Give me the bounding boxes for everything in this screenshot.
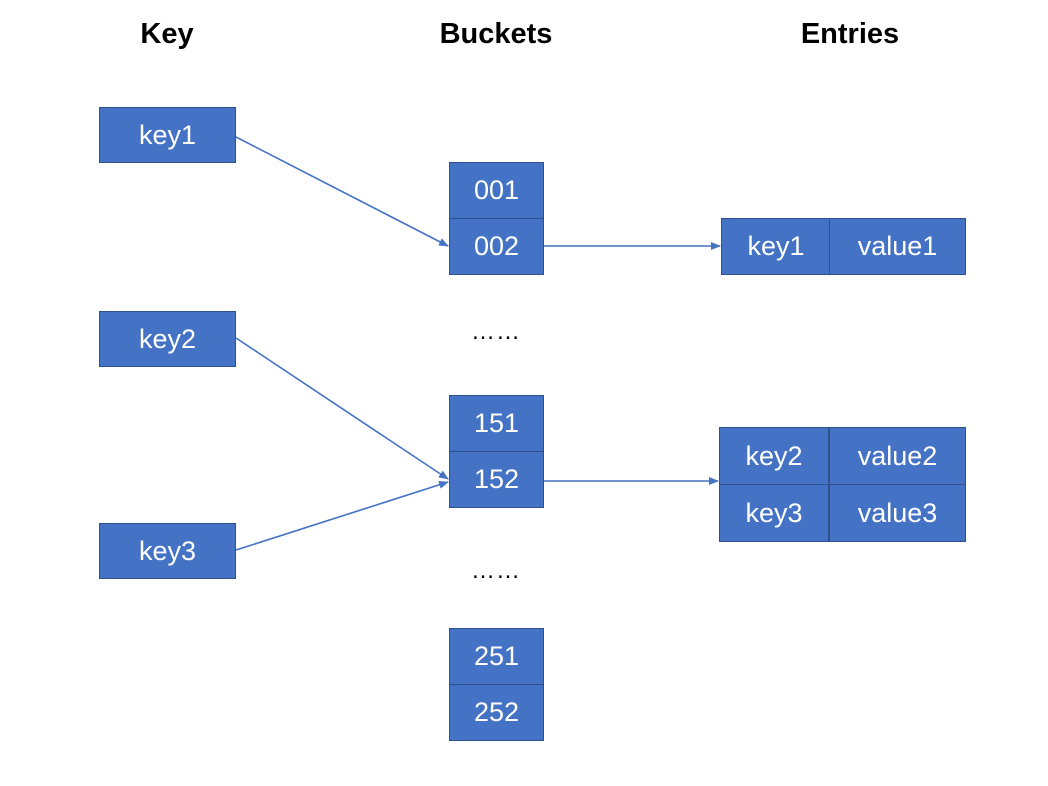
entry-value-2: value2 <box>829 427 966 485</box>
bucket-ellipsis-1: …… <box>471 318 521 345</box>
arrow-key1-to-bucket-002 <box>235 136 449 247</box>
bucket-002: 002 <box>449 218 544 275</box>
bucket-001: 001 <box>449 162 544 219</box>
header-entries: Entries <box>800 18 900 50</box>
entry-value-3: value3 <box>829 484 966 542</box>
arrow-key2-to-bucket-152 <box>235 337 449 480</box>
arrow-key3-to-bucket-152 <box>235 480 449 551</box>
entry-key-1: key1 <box>721 218 831 275</box>
entry-key-2: key2 <box>719 427 829 485</box>
bucket-152: 152 <box>449 451 544 508</box>
key-box-1: key1 <box>99 107 236 163</box>
bucket-252: 252 <box>449 684 544 741</box>
key-box-2: key2 <box>99 311 236 367</box>
key-box-3: key3 <box>99 523 236 579</box>
header-buckets: Buckets <box>439 18 553 50</box>
entry-key-3: key3 <box>719 484 829 542</box>
bucket-ellipsis-2: …… <box>471 557 521 584</box>
header-key: Key <box>140 18 194 50</box>
entry-value-1: value1 <box>829 218 966 275</box>
bucket-151: 151 <box>449 395 544 452</box>
